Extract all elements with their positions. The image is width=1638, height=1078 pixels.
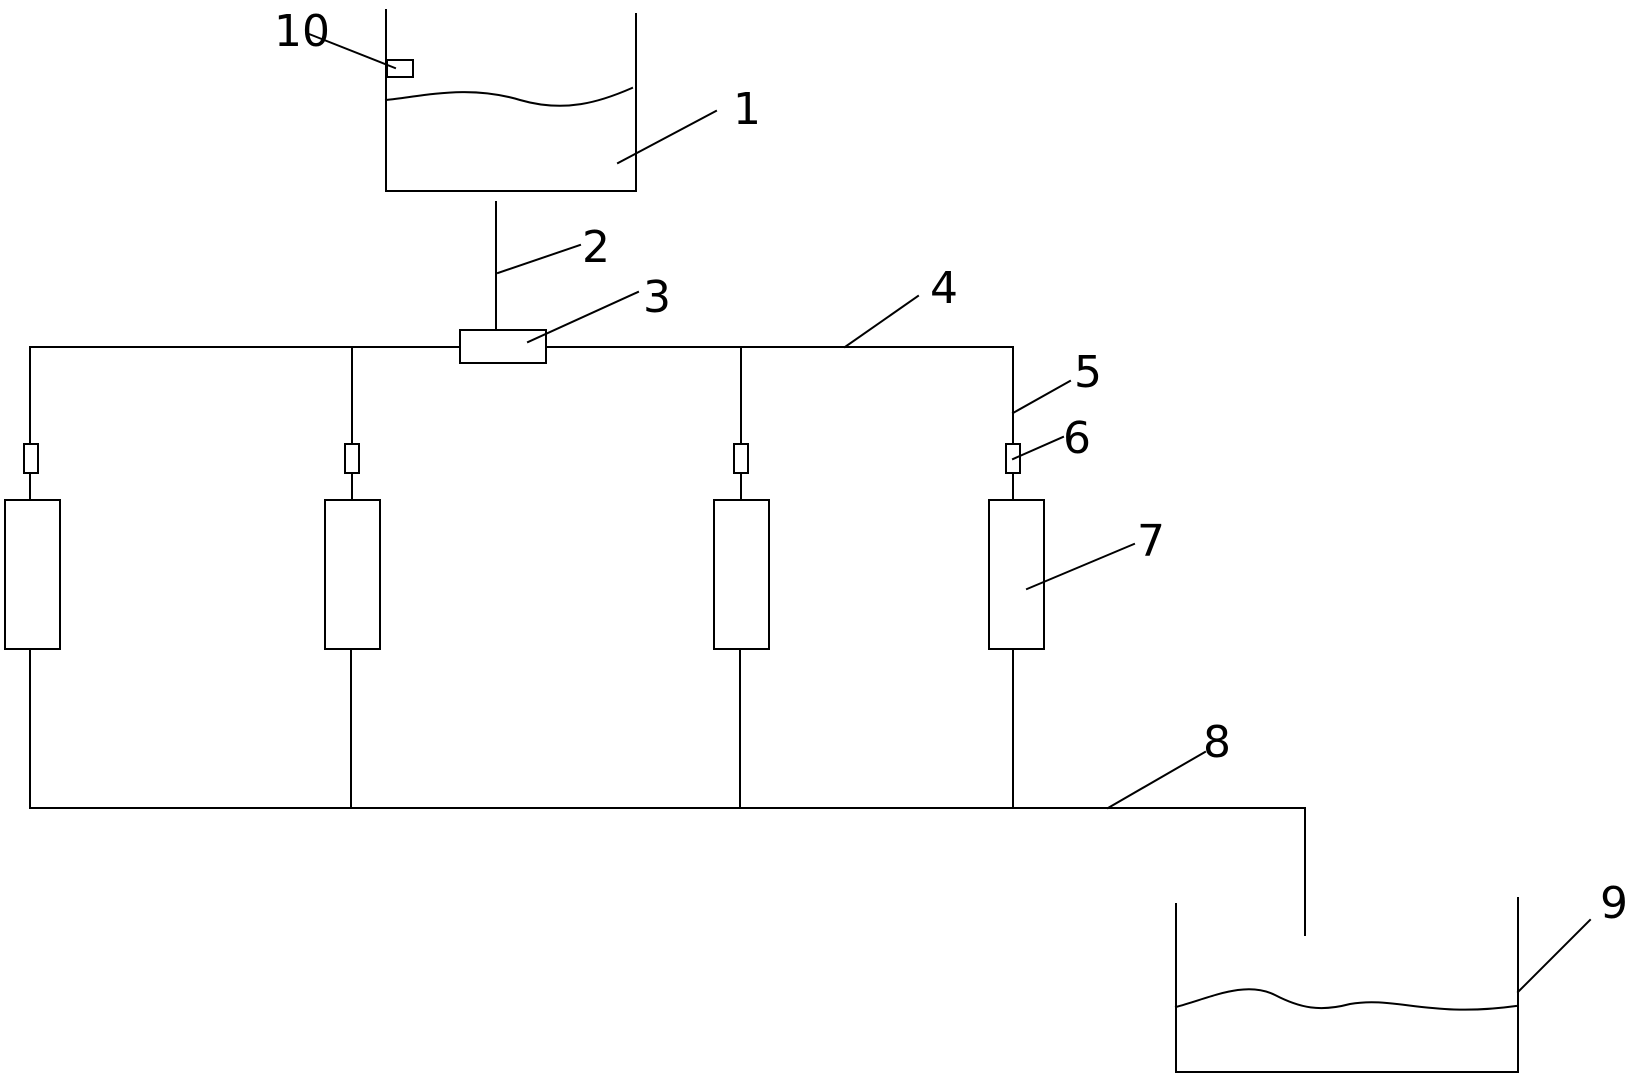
column — [324, 499, 381, 650]
collection-pipe — [29, 807, 1306, 936]
label-4: 4 — [930, 263, 958, 314]
column — [988, 499, 1045, 650]
reference-numerals: 10 1 2 3 4 5 6 7 8 9 — [274, 6, 1628, 929]
distributor — [459, 329, 547, 364]
label-2: 2 — [582, 222, 610, 273]
label-1: 1 — [733, 84, 761, 135]
branch-2 — [324, 346, 381, 809]
leader-line-9 — [1516, 918, 1592, 994]
lower-tank — [1174, 897, 1519, 1073]
lower-tank-walls — [1175, 897, 1519, 1073]
leader-line-1 — [616, 109, 718, 165]
label-10: 10 — [274, 6, 330, 57]
leader-line-5 — [1011, 379, 1072, 415]
branch-1 — [4, 346, 61, 809]
lower-tank-liquid-surface — [1174, 988, 1518, 1011]
level-sensor — [386, 59, 414, 78]
leader-line-7 — [1025, 542, 1136, 591]
branch-3 — [713, 346, 770, 809]
column — [713, 499, 770, 650]
leader-line-3 — [526, 290, 640, 344]
leader-line-8 — [1106, 750, 1207, 810]
branch-4 — [988, 346, 1045, 809]
label-7: 7 — [1137, 516, 1165, 567]
leader-line-4 — [843, 294, 920, 349]
column — [4, 499, 61, 650]
valve — [344, 443, 360, 474]
leader-line-2 — [496, 243, 582, 275]
leader-lines — [307, 32, 1592, 994]
label-6: 6 — [1063, 413, 1091, 464]
label-8: 8 — [1203, 717, 1231, 768]
upper-tank-liquid-surface — [384, 86, 634, 107]
leader-line-10 — [307, 32, 397, 70]
valve — [23, 443, 39, 474]
upper-tank — [384, 9, 637, 192]
valve — [733, 443, 749, 474]
leader-line-6 — [1011, 435, 1065, 461]
label-9: 9 — [1600, 878, 1628, 929]
label-3: 3 — [643, 272, 671, 323]
label-5: 5 — [1074, 347, 1102, 398]
